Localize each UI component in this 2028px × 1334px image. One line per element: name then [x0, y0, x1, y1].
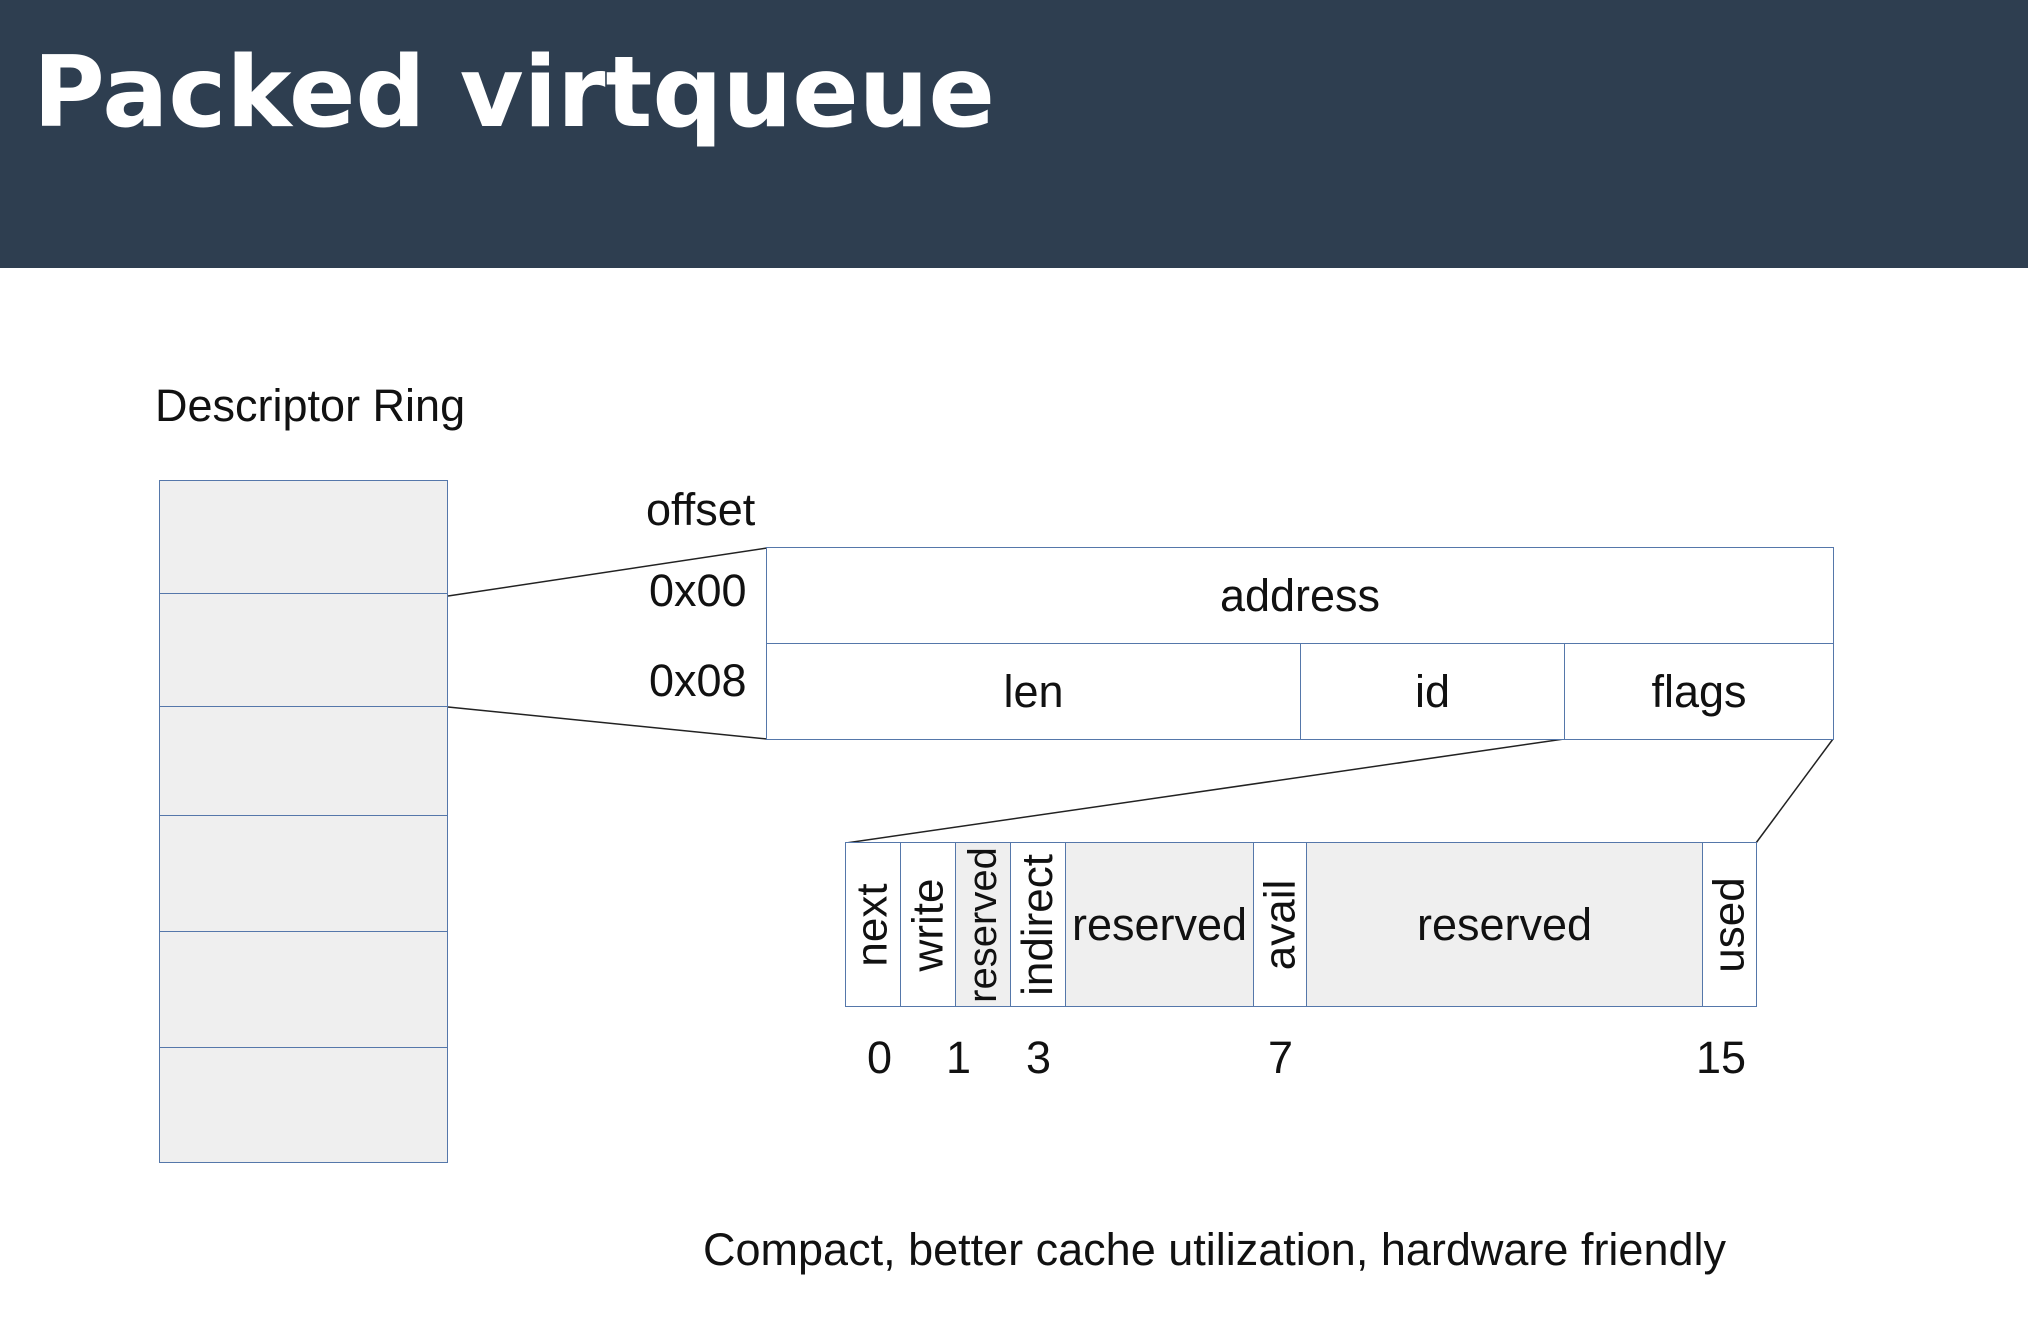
flags-to-bits-left-line — [845, 738, 1565, 844]
flag-avail: avail — [1253, 842, 1307, 1007]
flag-indirect-label: indirect — [1013, 853, 1062, 996]
offset-0x00: 0x00 — [649, 565, 747, 616]
flag-write: write — [900, 842, 956, 1007]
flag-next: next — [845, 842, 901, 1007]
ring-slot — [159, 815, 448, 932]
bit-number-0: 0 — [867, 1032, 893, 1083]
flag-next-label: next — [848, 882, 898, 967]
flag-used-label: used — [1704, 876, 1754, 973]
caption: Compact, better cache utilization, hardw… — [703, 1224, 1727, 1275]
ring-slot — [159, 706, 448, 816]
field-flags-label: flags — [1651, 665, 1747, 717]
flag-reserved-bits8-14: reserved — [1306, 842, 1703, 1007]
field-id: id — [1300, 643, 1565, 740]
field-len-label: len — [1003, 665, 1064, 717]
ring-to-descriptor-bottom-line — [447, 706, 768, 740]
ring-slot — [159, 931, 448, 1048]
slide-title: Packed virtqueue — [33, 36, 995, 150]
flag-indirect: indirect — [1010, 842, 1066, 1007]
ring-slot — [159, 1047, 448, 1163]
field-len: len — [766, 643, 1301, 740]
field-address-label: address — [1219, 569, 1381, 621]
header-bar — [0, 0, 2028, 268]
field-flags: flags — [1564, 643, 1834, 740]
flags-to-bits-right-line — [1755, 738, 1834, 844]
bit-number-3: 3 — [1026, 1032, 1052, 1083]
ring-to-descriptor-top-line — [447, 547, 768, 597]
flag-reserved-bits8-14-label: reserved — [1416, 898, 1593, 950]
flag-reserved-bits4-6-label: reserved — [1071, 898, 1248, 950]
flag-used: used — [1702, 842, 1757, 1007]
bit-number-1: 1 — [946, 1032, 972, 1083]
ring-slot — [159, 480, 448, 594]
flag-reserved-bit2: reserved — [955, 842, 1011, 1007]
offset-0x08: 0x08 — [649, 655, 747, 706]
flag-reserved-bits4-6: reserved — [1065, 842, 1254, 1007]
flag-write-label: write — [903, 878, 952, 971]
offset-header: offset — [646, 484, 756, 535]
bit-number-7: 7 — [1268, 1032, 1294, 1083]
bit-number-15: 15 — [1696, 1032, 1747, 1083]
ring-slot — [159, 593, 448, 707]
field-address: address — [766, 547, 1834, 644]
flag-avail-label: avail — [1255, 879, 1304, 970]
field-id-label: id — [1414, 665, 1451, 717]
flag-reserved-bit2-label: reserved — [961, 846, 1005, 1003]
ring-label: Descriptor Ring — [155, 380, 466, 431]
